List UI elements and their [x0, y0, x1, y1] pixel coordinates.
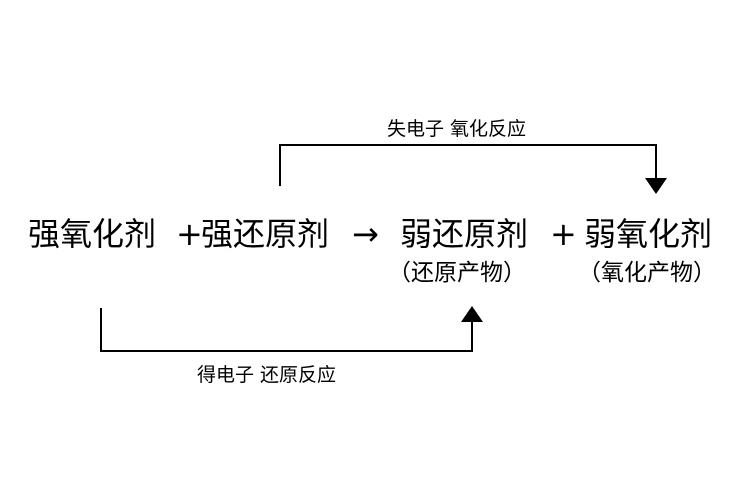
oxidation-arrowhead [645, 178, 667, 194]
reduction-product-note: （还原产物） [388, 260, 526, 286]
weak-reductant: 弱还原剂 [400, 215, 529, 253]
reduction-arrowhead [461, 306, 483, 322]
plus-sign-1: + [176, 215, 203, 253]
oxidation-label: 失电子 氧化反应 [387, 118, 527, 140]
reaction-arrow: → [352, 215, 379, 253]
weak-oxidant: 弱氧化剂 [584, 215, 713, 253]
reduction-path-line [100, 308, 473, 352]
reduction-label: 得电子 还原反应 [197, 364, 337, 386]
oxidation-product-note: （氧化产物） [578, 260, 716, 286]
strong-oxidant: 强氧化剂 [28, 215, 157, 253]
strong-reductant: 强还原剂 [201, 215, 330, 253]
plus-sign-2: + [550, 215, 577, 253]
oxidation-path-line [279, 144, 657, 186]
